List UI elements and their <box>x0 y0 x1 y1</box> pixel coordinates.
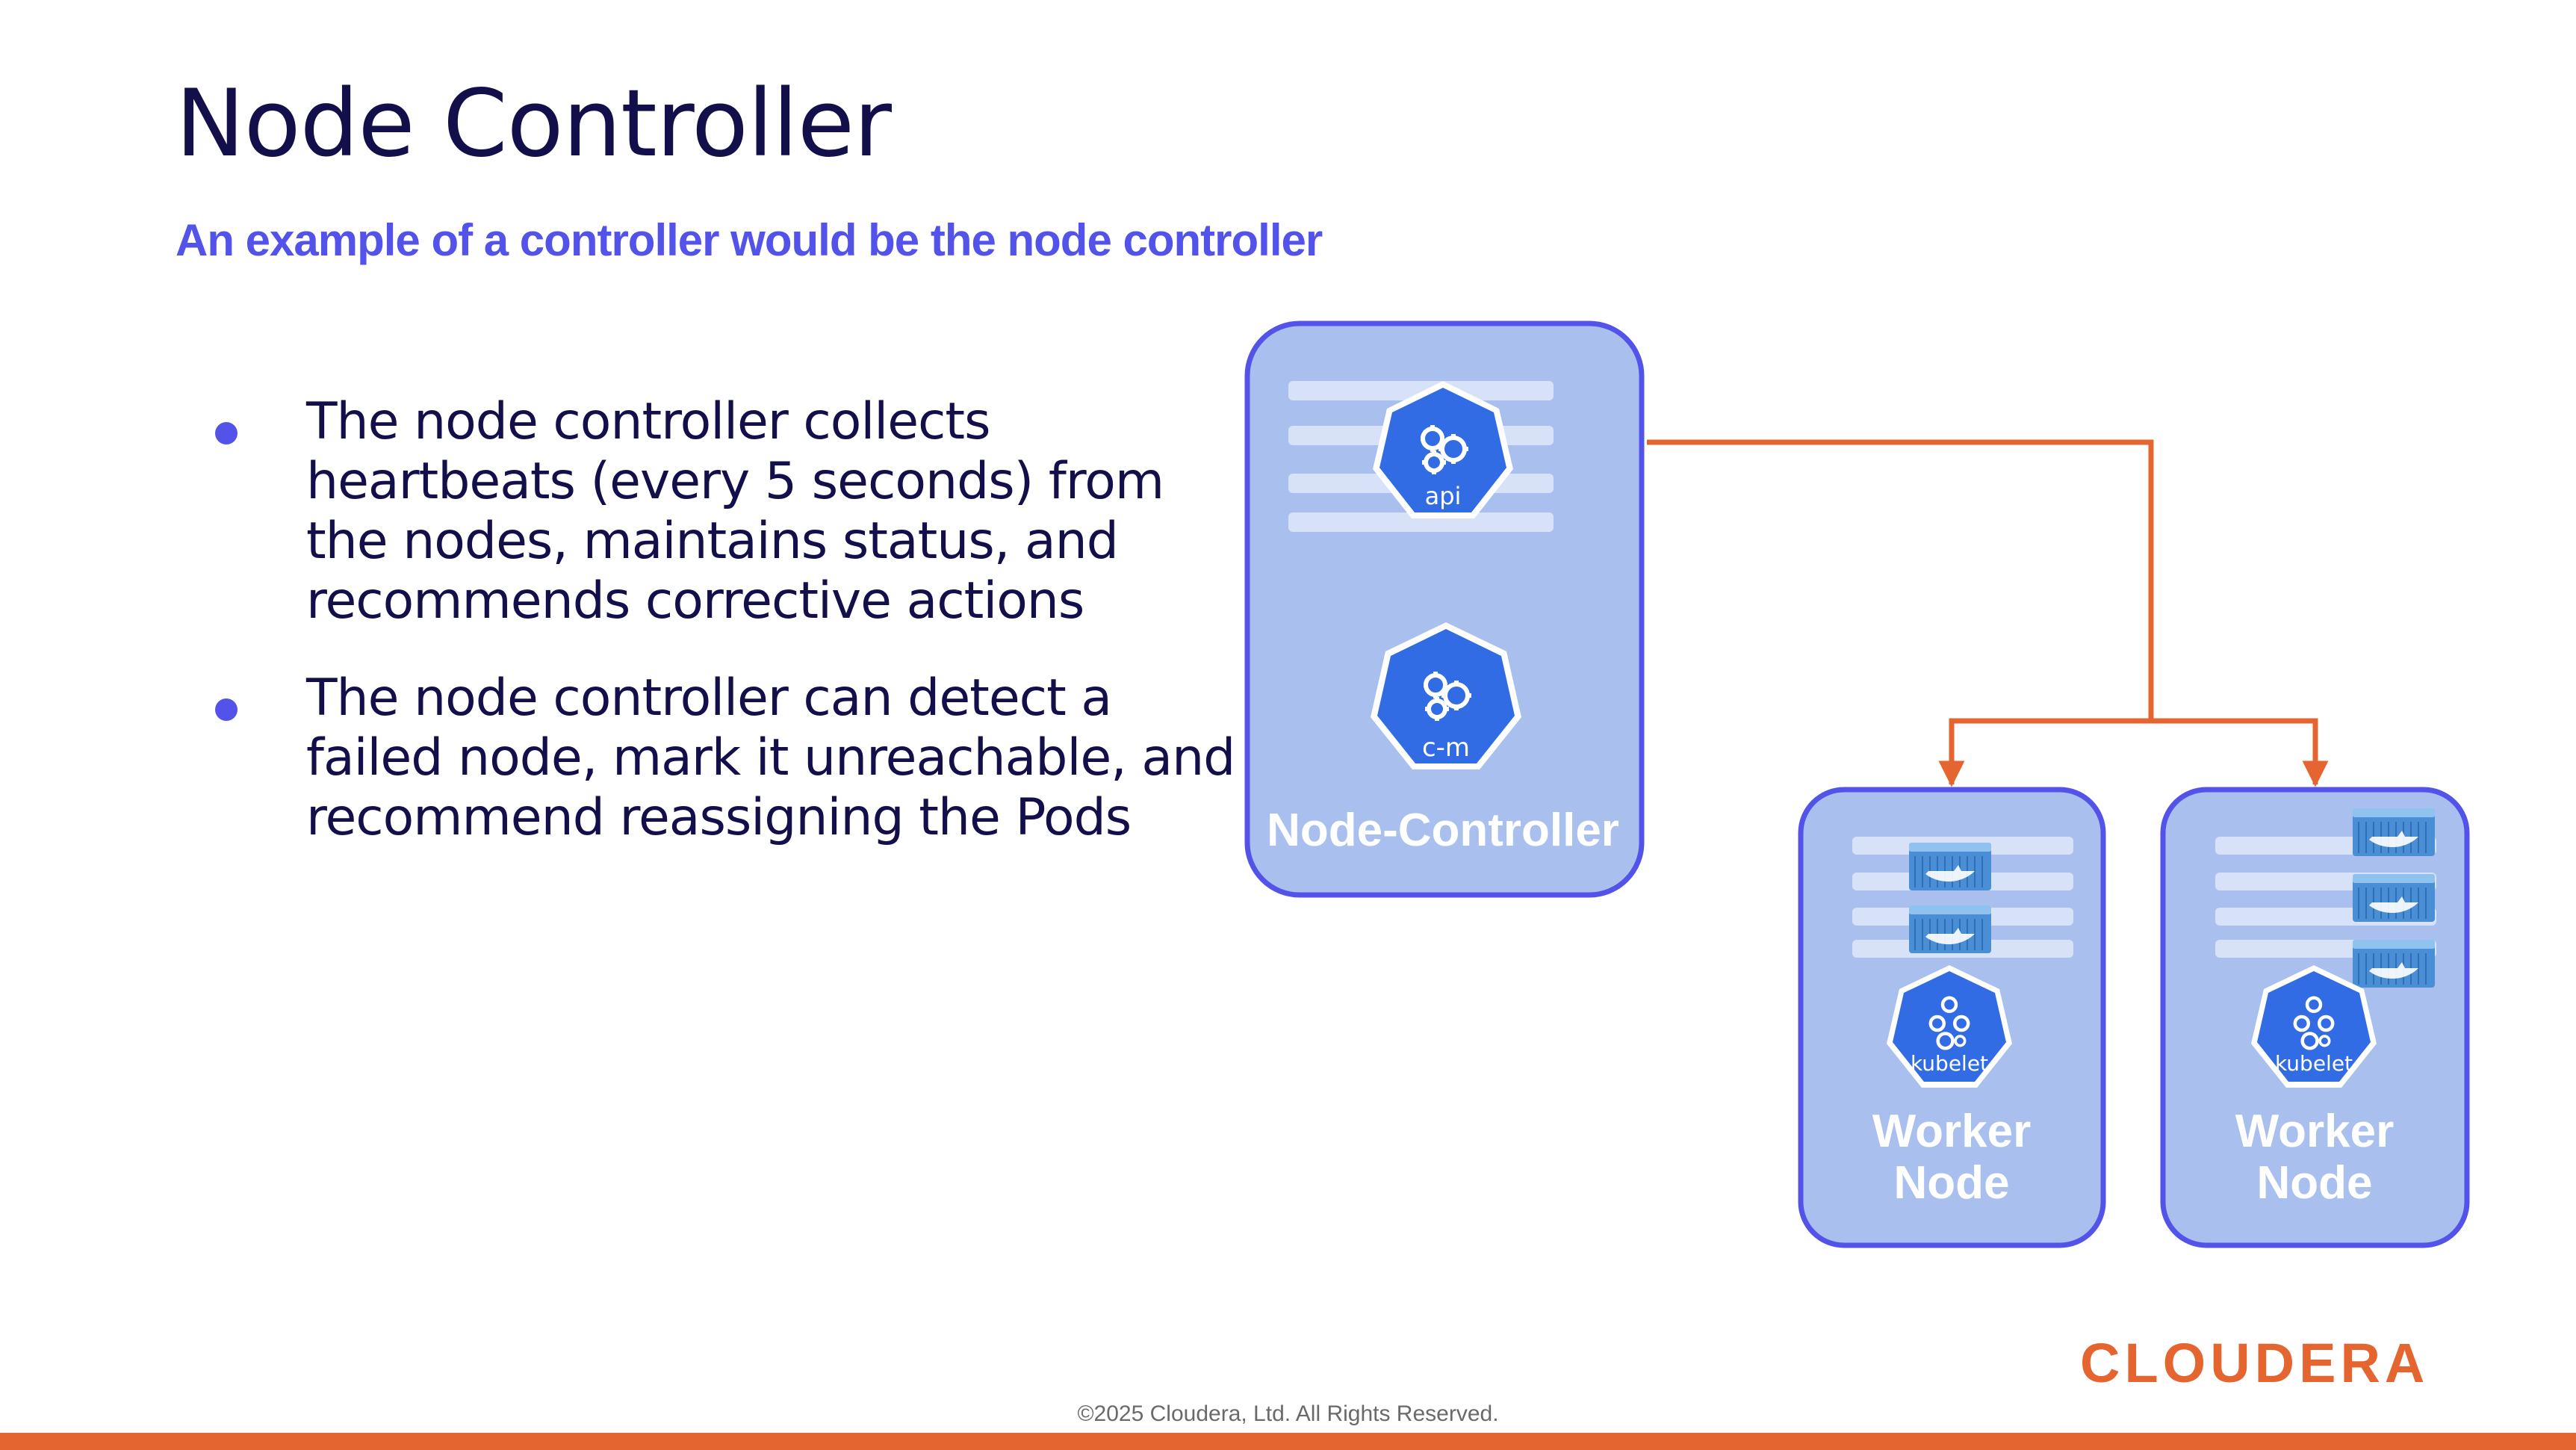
cm-label: c-m <box>1422 733 1470 763</box>
bullet-list: The node controller collects heartbeats … <box>209 392 1255 885</box>
bullet-dot <box>215 698 238 721</box>
container-icon <box>1908 842 1992 891</box>
bullet-line: The node controller collects <box>306 392 991 451</box>
bullet-line: The node controller can detect a <box>306 669 1112 728</box>
node-controller-box: api c-m Node-Controller <box>1244 320 1645 898</box>
worker-label-line2: Node <box>1894 1157 2010 1209</box>
slide-title: Node Controller <box>176 70 892 178</box>
copyright-footer: ©2025 Cloudera, Ltd. All Rights Reserved… <box>1077 1401 1499 1426</box>
bullet-line: recommend reassigning the Pods <box>306 788 1132 847</box>
controller-manager-icon: c-m <box>1371 622 1521 769</box>
kubelet-icon: kubelet <box>2251 965 2377 1088</box>
cloudera-logo: CLOUDERA <box>2080 1332 2430 1394</box>
bullet-line: heartbeats (every 5 seconds) from <box>306 452 1164 511</box>
bullet-text: The node controller collects heartbeats … <box>306 392 1255 631</box>
bullet-text: The node controller can detect a failed … <box>306 669 1255 848</box>
kubelet-label: kubelet <box>1911 1051 1988 1076</box>
slide-subtitle: An example of a controller would be the … <box>176 215 1323 265</box>
container-icon <box>2352 873 2436 923</box>
worker-label-line1: Worker <box>2235 1106 2395 1157</box>
worker-label-line1: Worker <box>1872 1106 2032 1157</box>
bullet-line: recommends corrective actions <box>306 571 1084 630</box>
bullet-line: failed node, mark it unreachable, and <box>306 728 1235 787</box>
bullet-line: the nodes, maintains status, and <box>306 512 1119 571</box>
container-icon <box>2352 808 2436 857</box>
api-server-icon: api <box>1373 381 1513 518</box>
bullet-item: The node controller can detect a failed … <box>209 669 1255 848</box>
worker-label-line2: Node <box>2257 1157 2373 1209</box>
container-icon <box>2352 939 2436 988</box>
kubelet-icon: kubelet <box>1887 965 2012 1088</box>
node-controller-label: Node-Controller <box>1267 805 1619 856</box>
container-icon <box>1908 905 1992 954</box>
bullet-dot <box>215 422 238 444</box>
kubelet-label: kubelet <box>2275 1051 2353 1076</box>
worker-node-2: kubelet Worker Node <box>2160 787 2470 1248</box>
api-label: api <box>1425 482 1462 510</box>
connector-arrows <box>1647 439 2329 787</box>
bullet-item: The node controller collects heartbeats … <box>209 392 1255 631</box>
worker-node-1: kubelet Worker Node <box>1798 787 2106 1248</box>
bottom-accent-bar <box>0 1433 2576 1450</box>
